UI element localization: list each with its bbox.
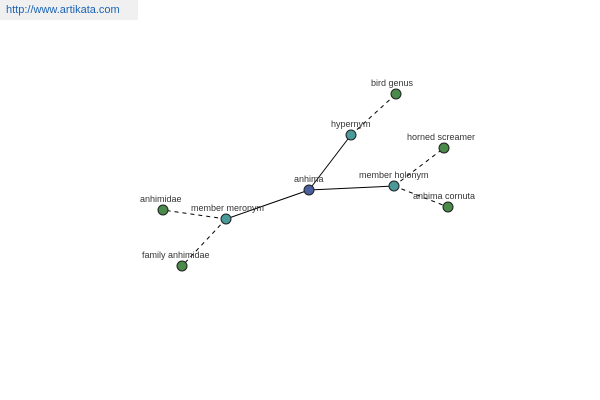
node-horned-screamer[interactable]	[438, 142, 450, 154]
label-anhimidae: anhimidae	[140, 194, 182, 204]
edge-meronym-anhimidae	[162, 209, 227, 220]
label-member-holonym: member holonym	[359, 170, 429, 180]
edge-anhima-hypernym	[308, 134, 352, 191]
edge-anhima-member-holonym	[308, 185, 395, 191]
edge-meronym-family-anhimidae	[181, 218, 227, 267]
label-bird-genus: bird genus	[371, 78, 414, 88]
watermark-banner: http://www.artikata.com	[0, 0, 138, 20]
edge-anhima-member-meronym	[225, 189, 310, 220]
label-hypernym: hypernym	[331, 119, 371, 129]
node-anhima-cornuta[interactable]	[442, 201, 454, 213]
node-hypernym[interactable]	[345, 129, 357, 141]
node-member-meronym[interactable]	[220, 213, 232, 225]
label-member-meronym: member meronym	[191, 203, 264, 213]
label-family-anhimidae: family anhimidae	[142, 250, 210, 260]
label-anhima-cornuta: anhima cornuta	[413, 191, 475, 201]
edge-holonym-horned-screamer	[393, 147, 445, 187]
edge-hypernym-bird-genus	[350, 93, 397, 136]
node-anhimidae[interactable]	[157, 204, 169, 216]
node-bird-genus[interactable]	[390, 88, 402, 100]
label-anhima: anhima	[294, 174, 324, 184]
node-family-anhimidae[interactable]	[176, 260, 188, 272]
node-member-holonym[interactable]	[388, 180, 400, 192]
edge-holonym-anhima-cornuta	[393, 185, 449, 208]
node-anhima[interactable]	[303, 184, 315, 196]
label-horned-screamer: horned screamer	[407, 132, 475, 142]
watermark-link[interactable]: http://www.artikata.com	[6, 4, 120, 16]
